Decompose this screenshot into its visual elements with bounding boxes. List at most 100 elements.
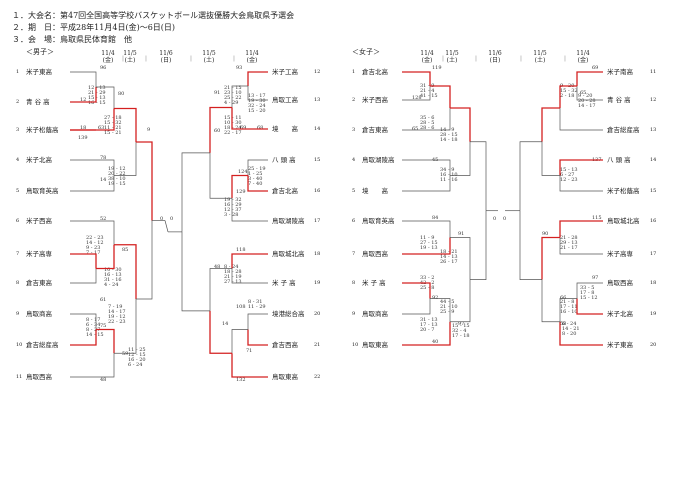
women-quarter-score: 14 - 21: [562, 326, 580, 332]
m-r-r1-5-b: [231, 268, 268, 284]
women-left-score: 128: [412, 95, 422, 101]
women-quarter-score: 21 - 8: [560, 299, 575, 305]
men-right-team-name: 境 高: [272, 125, 298, 133]
men-quarter-score: 21 - 19: [224, 274, 242, 280]
women-quarter-score: 18 - 21: [440, 249, 458, 255]
women-left-team-number: 3: [352, 127, 356, 133]
women-right-team-name: 米子東高: [607, 341, 633, 349]
women-quarter-score: 17 - 18: [452, 333, 470, 339]
men-quarter-score: 10 - 30: [104, 267, 122, 273]
men-quarter-score: 22 - 23: [86, 235, 104, 241]
men-quarter-score: 25 - 19: [248, 166, 266, 172]
w-l-r1-1-a: [402, 71, 431, 86]
men-quarter-score: 7 - 40: [248, 181, 263, 187]
men-right-team-name: 鳥取東高: [272, 373, 298, 381]
men-date-4: 11/4 (金): [245, 50, 259, 64]
men-quarter-score: 31 - 16: [104, 277, 122, 283]
men-left-score: 75: [100, 323, 107, 329]
m-l-r1-5-a: [70, 220, 115, 245]
tournament-dates: ２．期 日：平成28年11月4日(金)～6日(日): [12, 23, 176, 32]
women-quarter-score: 33 - 2: [420, 275, 435, 281]
w-l-r1-4-b: [402, 237, 451, 255]
w-l-r1-1-b: [402, 86, 431, 101]
m-l-r1-4-b: [70, 268, 97, 284]
women-left-team-name: 鳥取東高: [362, 341, 388, 349]
w-l-r1-5-a: [402, 282, 431, 299]
men-quarter-score: 19 - 12: [108, 314, 126, 320]
m-r-r2-1-b: [209, 152, 232, 199]
women-right-team-number: 15: [650, 188, 657, 194]
m-r-r3-a: [181, 152, 210, 232]
women-right-team-name: 米子南高: [607, 68, 633, 76]
women-left-team-name: 鳥取商高: [362, 310, 388, 318]
men-right-team-number: 13: [314, 97, 321, 103]
men-left-score: 96: [100, 65, 107, 71]
m-r-r1-4-a: [231, 174, 248, 199]
w-r-r1-3-b: [559, 175, 603, 192]
men-left-team-number: 4: [16, 157, 20, 163]
m-l-r1-1-a: [70, 71, 97, 87]
women-left-team-name: 倉吉北高: [362, 68, 388, 76]
women-right-team-number: 19: [650, 311, 657, 317]
women-quarter-score: 28 - 15: [440, 132, 458, 138]
men-left-team-number: 8: [16, 280, 20, 286]
date-separator-7: ｜: [562, 56, 569, 63]
women-quarter-score: 25 - 8: [420, 285, 435, 291]
m-l-r1-7-a: [96, 328, 115, 354]
m-r-r1-1-a: [247, 71, 268, 86]
men-left-score: 80: [118, 91, 125, 97]
women-quarter-score: 14 - 17: [578, 103, 596, 109]
men-date-1: 11/5 (土): [123, 50, 137, 64]
m-r-r1-3-b: [247, 175, 268, 192]
women-right-team-name: 鳥取城北高: [607, 217, 640, 225]
men-right-team-number: 20: [314, 311, 321, 317]
women-quarter-score: 17 - 11: [560, 304, 578, 310]
men-quarter-score: 7 - 19: [108, 304, 123, 310]
men-quarter-score: 19 - 12: [108, 166, 126, 172]
women-left-team-number: 1: [352, 69, 356, 75]
women-quarter-score: 15 - 12: [580, 295, 598, 301]
date-separator-2: ｜: [188, 56, 195, 63]
women-quarter-score: 31 - 13: [420, 317, 438, 323]
women-quarter-score: 14 - 18: [440, 137, 458, 143]
men-center-score: 0: [170, 216, 174, 222]
women-left-score: 91: [458, 231, 465, 237]
men-quarter-score: 23 - 10: [224, 90, 242, 96]
men-right-score: 129: [236, 189, 246, 195]
men-quarter-score: 19 - 32: [224, 197, 242, 203]
men-left-team-name: 米子東高: [26, 68, 52, 76]
women-right-team-name: 八 頭 高: [607, 156, 631, 164]
m-r-r1-2-a: [231, 107, 268, 130]
women-right-team-name: 倉吉総産高: [607, 126, 640, 134]
men-right-team-name: 倉吉西高: [272, 341, 298, 349]
men-quarter-score: 11 - 21: [104, 125, 122, 131]
women-left-team-name: 境 高: [362, 187, 388, 195]
women-quarter-score: 44 - 5: [440, 299, 455, 305]
w-r-r1-1-a: [576, 71, 603, 86]
women-quarter-score: 15 - 32: [560, 88, 578, 94]
w-l-r2-1-b: [450, 141, 471, 176]
m-l-r3-b: [136, 220, 153, 300]
men-left-team-name: 倉吉東高: [26, 279, 52, 287]
men-quarter-score: 19 - 30: [248, 98, 266, 104]
m-r-r2-1-a: [209, 106, 232, 153]
date-separator-3: ｜: [231, 56, 238, 63]
women-left-score: 92: [432, 295, 439, 301]
women-left-score: 84: [432, 215, 439, 221]
w-r-r2-2-a: [541, 236, 560, 280]
men-quarter-score: 16 - 13: [104, 272, 122, 278]
men-quarter-score: 15 - 32: [104, 120, 122, 126]
women-quarter-score: 16 - 10: [440, 172, 458, 178]
m-l-r1-5-b: [96, 244, 115, 270]
men-right-team-number: 16: [314, 188, 321, 194]
men-right-score: 71: [246, 348, 253, 354]
men-left-team-name: 米子北高: [26, 156, 52, 164]
women-left-score: 40: [432, 339, 439, 345]
women-right-team-name: 米子北高: [607, 310, 633, 318]
women-quarter-score: 9 - 20: [578, 93, 593, 99]
women-left-score: 65: [412, 126, 419, 132]
w-l-r1-4-a: [402, 220, 451, 238]
women-left-team-number: 8: [352, 280, 356, 286]
men-quarter-score: 14 - 15: [86, 332, 104, 338]
w-r-r1-5-a: [576, 282, 603, 299]
